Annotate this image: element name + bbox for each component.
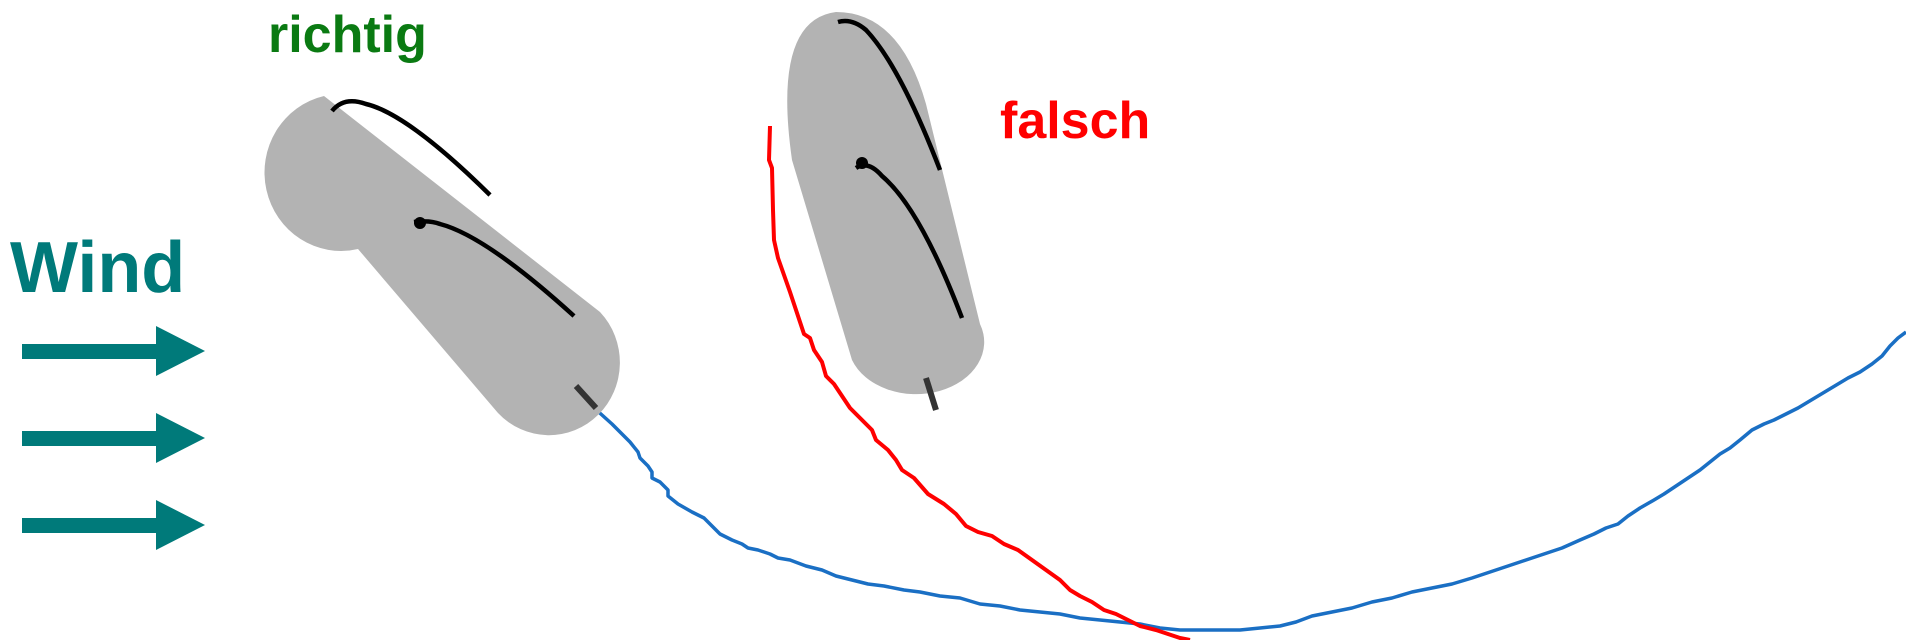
track-wrong bbox=[767, 125, 1191, 640]
mast-icon bbox=[414, 217, 426, 229]
label-wind: Wind bbox=[10, 228, 185, 308]
wind-arrow-icon bbox=[22, 326, 205, 376]
boat-wrong bbox=[787, 12, 985, 411]
hull-correct bbox=[264, 96, 620, 436]
mast-icon bbox=[856, 157, 868, 169]
hull-wrong bbox=[787, 12, 985, 395]
track-correct bbox=[590, 330, 1906, 632]
wind-arrows bbox=[22, 326, 205, 550]
wind-arrow-icon bbox=[22, 500, 205, 550]
boat-correct bbox=[264, 96, 620, 436]
label-correct: richtig bbox=[268, 6, 427, 64]
sail-front-wrong bbox=[837, 18, 943, 171]
wind-arrow-icon bbox=[22, 413, 205, 463]
rudder-wrong bbox=[923, 377, 939, 411]
label-wrong: falsch bbox=[1000, 92, 1150, 150]
sail-front-correct bbox=[330, 98, 492, 197]
rudder-correct bbox=[573, 383, 599, 411]
